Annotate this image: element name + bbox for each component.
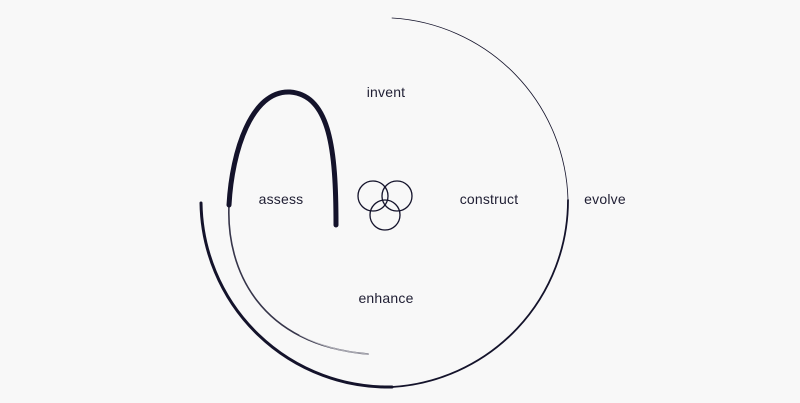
outer-cycle-arc-medium — [391, 199, 569, 388]
outer-cycle-arc-thin — [391, 17, 569, 201]
label-invent: invent — [367, 84, 406, 100]
outer-cycle-arc-thick — [199, 201, 394, 389]
label-enhance: enhance — [358, 290, 413, 306]
three-overlapping-circles-icon — [357, 180, 413, 231]
label-evolve: evolve — [584, 191, 626, 207]
inner-loop-stroke-tail — [228, 204, 369, 355]
inner-loop-stroke-thick — [226, 89, 339, 228]
inner-loop-stroke-fade — [299, 334, 369, 355]
label-assess: assess — [259, 191, 304, 207]
label-construct: construct — [460, 191, 519, 207]
